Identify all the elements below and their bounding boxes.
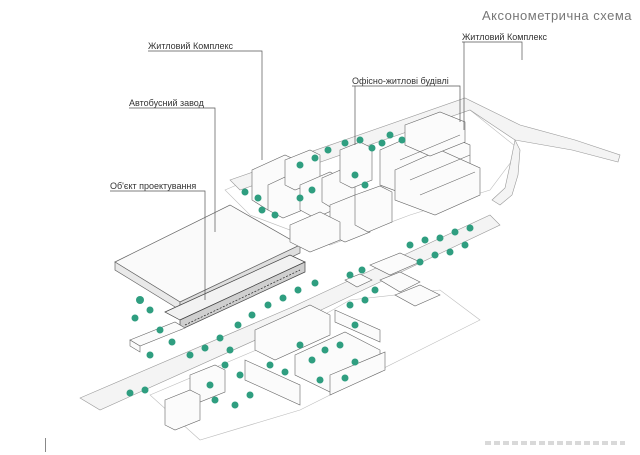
footer-faded-text xyxy=(485,441,625,445)
small-building-west xyxy=(129,321,186,353)
east-curve-road xyxy=(491,139,521,206)
leader-project xyxy=(110,190,206,300)
label-residential-complex-1: Житловий Комплекс xyxy=(148,41,234,51)
leader-office xyxy=(352,85,461,122)
small-buildings-east xyxy=(344,252,441,307)
footer-mark xyxy=(45,438,46,452)
label-project-object: Об'єкт проектування xyxy=(110,181,197,191)
leader-bus-factory xyxy=(129,107,216,232)
label-office-residential: Офісно-житлові будівлі xyxy=(352,76,449,86)
office-residential-buildings xyxy=(289,141,393,253)
leader-residential-1 xyxy=(148,50,263,160)
leader-lines xyxy=(110,41,523,300)
project-building xyxy=(164,254,306,331)
north-road xyxy=(229,97,621,191)
residential-south xyxy=(164,304,386,431)
trees xyxy=(126,131,474,409)
residential-cluster-1 xyxy=(251,149,356,219)
leader-residential-2 xyxy=(462,41,523,60)
label-residential-complex-2: Житловий Комплекс xyxy=(462,32,548,42)
label-bus-factory: Автобусний завод xyxy=(129,98,204,108)
project-facade-stripe xyxy=(184,269,301,326)
residential-cluster-2 xyxy=(379,111,481,216)
page-title: Аксонометрична схема xyxy=(481,8,632,23)
